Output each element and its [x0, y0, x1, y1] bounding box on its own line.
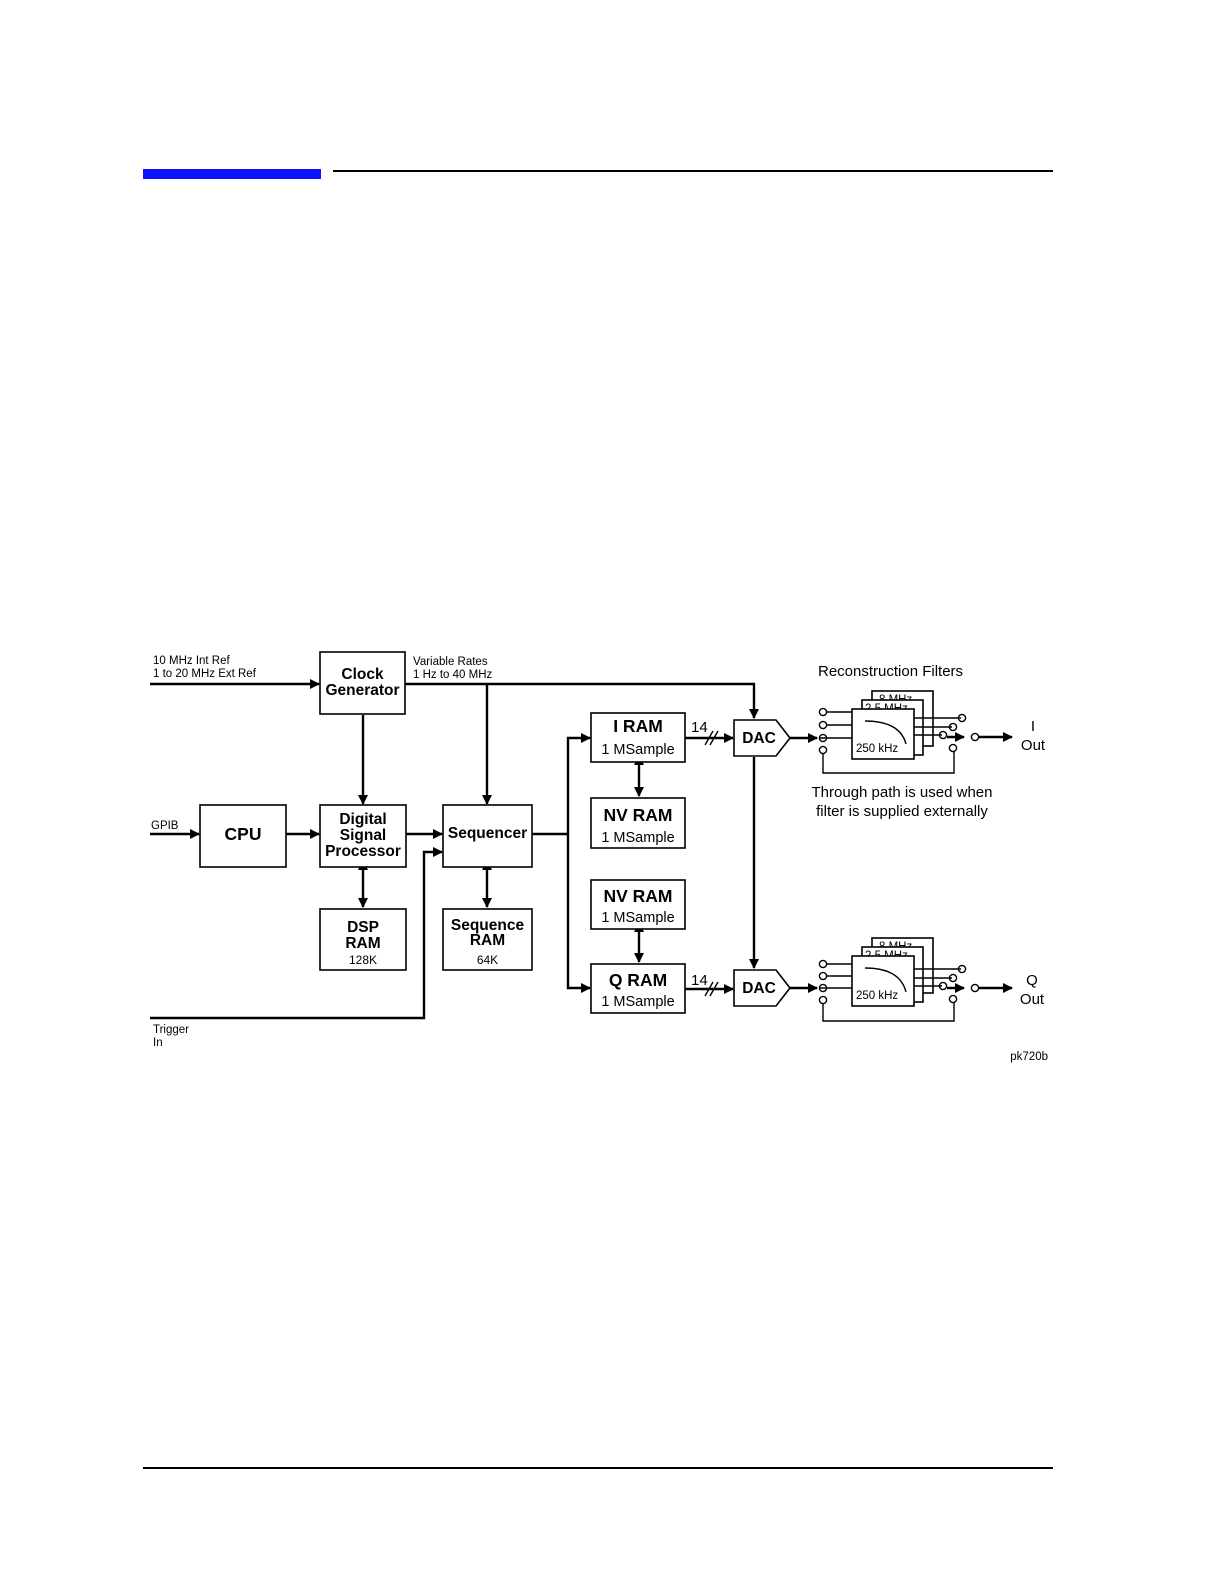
filter-bank-i: 8 MHz 2.5 MHz 250 kHz — [790, 690, 1013, 774]
wire-clock-to-dac — [405, 682, 759, 719]
q-out-line1: Q — [1026, 972, 1038, 989]
nv-ram-lower-block: NV RAM 1 MSample — [590, 879, 686, 930]
nv-ram-upper-block: NV RAM 1 MSample — [590, 797, 686, 849]
nv-ram-upper-size: 1 MSample — [601, 830, 674, 846]
wire-seq-to-iram — [566, 733, 591, 834]
dsp-line3: Processor — [325, 843, 401, 860]
q-ram-block: Q RAM 1 MSample — [590, 963, 686, 1014]
q-ram-title: Q RAM — [609, 970, 667, 990]
sequence-ram-line2: RAM — [470, 932, 505, 949]
filter-i-250khz: 250 kHz — [856, 743, 898, 755]
nv-ram-lower-size: 1 MSample — [601, 910, 674, 926]
filter-bank-q: 8 MHz 2.5 MHz 250 kHz — [790, 937, 1013, 1022]
nv-ram-upper-title: NV RAM — [603, 805, 672, 825]
wire-seq-to-qram — [566, 834, 591, 993]
q-out-line2: Out — [1020, 991, 1045, 1008]
q-ram-size: 1 MSample — [601, 994, 674, 1010]
wire-trigger-to-sequencer — [150, 847, 443, 1020]
gpib-label: GPIB — [151, 820, 179, 832]
filters-title: Reconstruction Filters — [818, 663, 963, 680]
rates-range-label: 1 Hz to 40 MHz — [413, 669, 492, 681]
clock-line1: Clock — [341, 666, 384, 683]
dsp-block: Digital Signal Processor — [319, 804, 407, 868]
i-bus-width: 14 — [691, 719, 708, 736]
q-bus-width: 14 — [691, 972, 708, 989]
trigger-label-2: In — [153, 1037, 163, 1049]
header-accent-bar — [143, 169, 321, 179]
dsp-line1: Digital — [339, 811, 386, 828]
dac-i-block: DAC — [733, 719, 792, 757]
dsp-ram-size: 128K — [349, 953, 377, 967]
dsp-ram-line1: DSP — [347, 919, 379, 936]
variable-rates-label: Variable Rates — [413, 656, 488, 668]
header-rule — [333, 170, 1053, 172]
i-out-line2: Out — [1021, 737, 1046, 754]
filter-q-250khz: 250 kHz — [856, 990, 898, 1002]
i-ram-title: I RAM — [613, 716, 663, 736]
dsp-line2: Signal — [340, 827, 387, 844]
ref-input-label-2: 1 to 20 MHz Ext Ref — [153, 668, 257, 680]
dac-q-label: DAC — [742, 980, 776, 997]
filter-note-line2: filter is supplied externally — [816, 803, 988, 820]
filter-note-line1: Through path is used when — [812, 784, 993, 801]
sequence-ram-block: Sequence RAM 64K — [442, 908, 533, 971]
i-ram-block: I RAM 1 MSample — [590, 712, 686, 763]
trigger-label-1: Trigger — [153, 1024, 189, 1036]
dsp-ram-block: DSP RAM 128K — [319, 908, 407, 971]
dsp-ram-line2: RAM — [345, 935, 380, 952]
i-ram-size: 1 MSample — [601, 742, 674, 758]
nv-ram-lower-title: NV RAM — [603, 886, 672, 906]
clock-line2: Generator — [325, 682, 399, 699]
clock-generator-block: Clock Generator — [319, 651, 406, 715]
sequencer-block: Sequencer — [442, 804, 533, 868]
footer-rule — [143, 1467, 1053, 1469]
i-out-line1: I — [1031, 718, 1035, 735]
cpu-label: CPU — [225, 824, 262, 844]
sequence-ram-line1: Sequence — [451, 917, 525, 934]
ref-input-label-1: 10 MHz Int Ref — [153, 655, 230, 667]
cpu-block: CPU — [199, 804, 287, 868]
figure-id: pk720b — [1010, 1051, 1048, 1063]
sequence-ram-size: 64K — [477, 953, 498, 967]
sequencer-label: Sequencer — [448, 825, 527, 842]
wires — [150, 679, 759, 1020]
dac-q-block: DAC — [733, 969, 792, 1007]
dac-i-label: DAC — [742, 730, 776, 747]
